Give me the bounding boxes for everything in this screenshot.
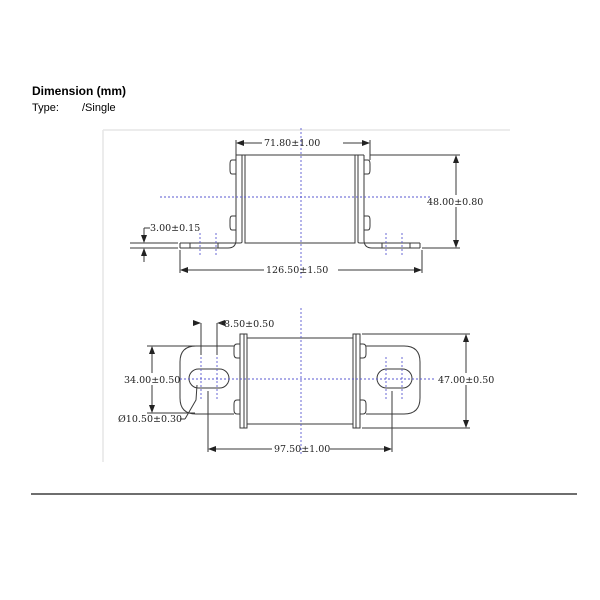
dim-slot-width: 8.50±0.50 [224, 319, 274, 330]
bolt-head-icon [229, 215, 236, 231]
bolt-head-icon [229, 159, 236, 175]
fuse-body-top [246, 337, 354, 425]
bolt-head-icon [360, 343, 367, 359]
type-row: Type: /Single [32, 102, 116, 114]
dim-height: 48.00±0.80 [427, 197, 483, 208]
bolt-head-icon [364, 159, 371, 175]
bottom-view [147, 320, 470, 452]
bottom-view-labels: 8.50±0.50 34.00±0.50 Ø10.50±0.30 97.50±1… [118, 319, 494, 455]
dim-slot-diameter: Ø10.50±0.30 [118, 414, 182, 425]
top-view-labels: 71.80±1.00 48.00±0.80 3.00±0.15 126.50±1… [150, 138, 483, 276]
bolt-head-icon [233, 399, 240, 415]
fuse-body-side [244, 154, 356, 244]
dim-mounting-centers: 97.50±1.00 [274, 444, 330, 455]
left-slot [188, 368, 230, 389]
type-label: Type: [32, 102, 59, 114]
bolt-head-icon [233, 343, 240, 359]
section-divider [31, 493, 577, 495]
bolt-head-icon [364, 215, 371, 231]
dim-overall-length: 126.50±1.50 [266, 265, 328, 276]
left-mounting-tab [179, 345, 234, 415]
right-mounting-tab [366, 345, 421, 415]
right-tab-outline [363, 155, 420, 249]
bottom-view-centerlines [180, 308, 436, 455]
dim-tab-thickness: 3.00±0.15 [150, 223, 200, 234]
top-view [130, 140, 460, 273]
dim-tab-width: 34.00±0.50 [124, 375, 180, 386]
top-view-centerlines [160, 128, 430, 278]
dim-body-width: 71.80±1.00 [264, 138, 320, 149]
dim-overall-width: 47.00±0.50 [438, 375, 494, 386]
section-title: Dimension (mm) [32, 84, 127, 98]
right-slot [376, 368, 413, 389]
left-tab-outline [180, 155, 237, 249]
type-value: /Single [82, 102, 116, 114]
bolt-head-icon [360, 399, 367, 415]
drawing-frame [102, 129, 510, 462]
